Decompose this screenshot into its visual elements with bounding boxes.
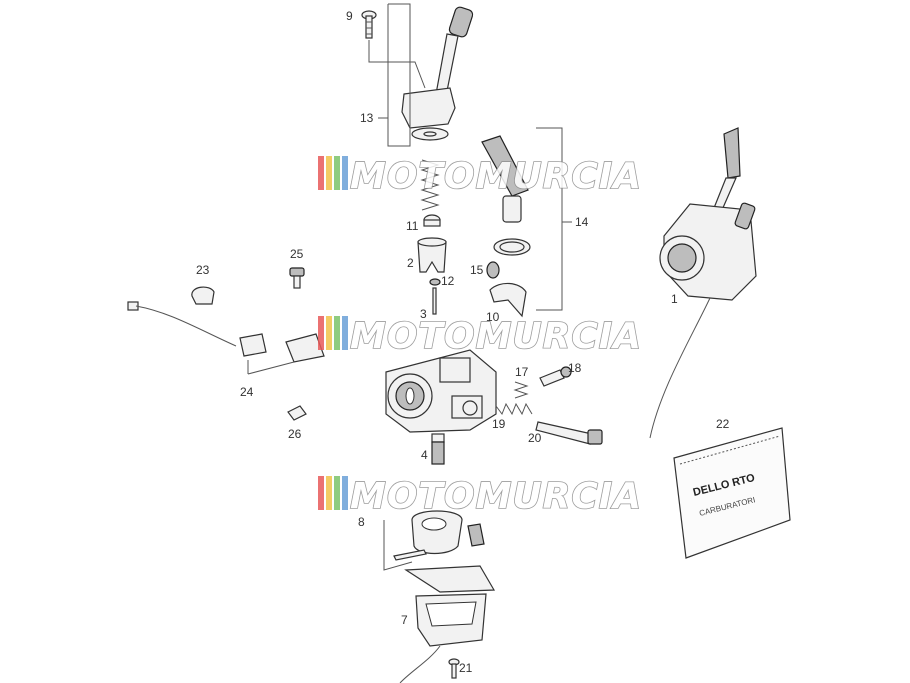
part-18-screw (539, 366, 572, 387)
part-22-package: DELLO RTO CARBURATORI (673, 427, 791, 559)
part-21-screw (448, 658, 460, 679)
label-part-25: 25 (290, 247, 304, 261)
watermark-stripe-red (318, 476, 324, 510)
label-part-7: 7 (401, 613, 408, 627)
watermark-stripe-blue (342, 316, 348, 350)
part-17-spring (513, 381, 529, 399)
watermark-stripe-blue (342, 156, 348, 190)
part-1-complete-carburetor (649, 127, 757, 439)
part-24-wire-harness (127, 301, 325, 363)
part-19-spring (495, 402, 533, 416)
part-12-clip (429, 278, 441, 286)
label-part-14: 14 (575, 215, 589, 229)
label-part-23: 23 (196, 263, 210, 277)
part-14-starter-assembly (481, 135, 531, 318)
watermark-text: MOTOMURCIA (350, 316, 642, 357)
label-part-24: 24 (240, 385, 254, 399)
part-26-nut (287, 405, 307, 421)
part-2-slide (417, 237, 447, 273)
watermark-stripe-green (334, 476, 340, 510)
label-part-12: 12 (441, 274, 455, 288)
part-11-retainer (423, 214, 441, 227)
label-part-26: 26 (288, 427, 302, 441)
part-9-screw (361, 10, 377, 39)
part-7-float-bowl (399, 565, 496, 683)
label-part-22: 22 (716, 417, 730, 431)
watermark-stripe-red (318, 156, 324, 190)
part-23-clamp (191, 286, 215, 305)
part-25-screw (289, 267, 305, 289)
label-part-1: 1 (671, 292, 678, 306)
watermark-stripe-red (318, 316, 324, 350)
label-part-20: 20 (528, 431, 542, 445)
part-4-jet (431, 433, 445, 465)
watermark-stripe-blue (342, 476, 348, 510)
label-part-8: 8 (358, 515, 365, 529)
part-8-float (393, 510, 485, 561)
label-part-21: 21 (459, 661, 473, 675)
part-20-screw (535, 421, 603, 445)
watermark-3: MOTOMURCIA (318, 475, 642, 518)
carburetor-body (385, 349, 497, 433)
label-part-2: 2 (407, 256, 414, 270)
watermark-stripe-yellow (326, 316, 332, 350)
watermark-1: MOTOMURCIA (318, 155, 642, 198)
label-part-3: 3 (420, 307, 427, 321)
label-part-11: 11 (406, 219, 419, 233)
watermark-stripe-green (334, 316, 340, 350)
part-3-needle (432, 287, 437, 315)
label-part-9: 9 (346, 9, 353, 23)
part-13-choke-lever (401, 6, 474, 141)
label-part-10: 10 (486, 310, 500, 324)
label-part-4: 4 (421, 448, 428, 462)
watermark-text: MOTOMURCIA (350, 476, 642, 517)
part-spring (420, 159, 440, 211)
watermark-text: MOTOMURCIA (350, 156, 642, 197)
label-part-18: 18 (568, 361, 582, 375)
label-part-19: 19 (492, 417, 506, 431)
watermark-stripe-yellow (326, 156, 332, 190)
watermark-2: MOTOMURCIA (318, 315, 642, 358)
label-part-17: 17 (515, 365, 529, 379)
label-part-15: 15 (470, 263, 484, 277)
watermark-stripe-green (334, 156, 340, 190)
label-part-13: 13 (360, 111, 374, 125)
watermark-stripe-yellow (326, 476, 332, 510)
